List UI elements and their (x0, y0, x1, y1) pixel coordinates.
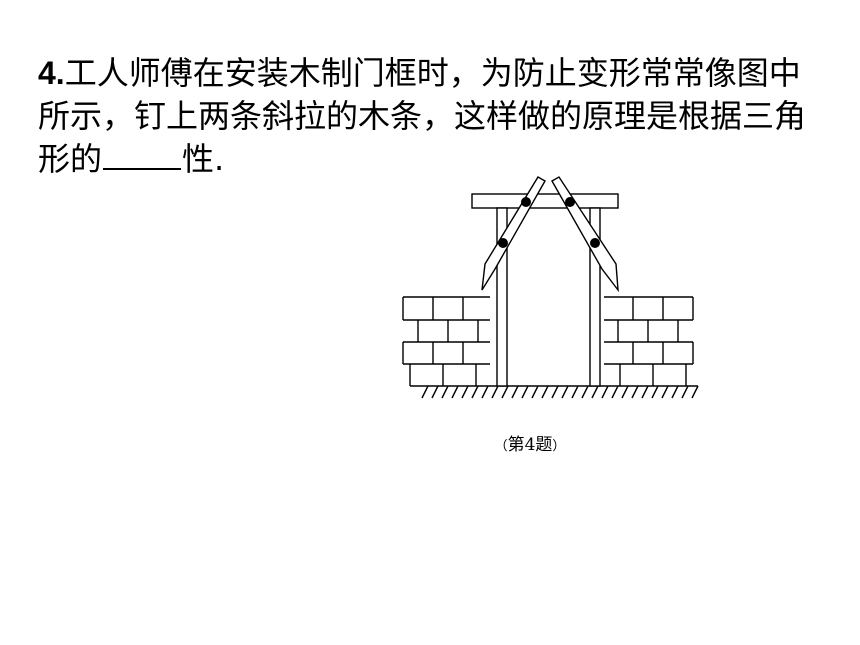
caption-close-paren: ） (552, 439, 566, 454)
door-frame-figure (402, 176, 699, 399)
nails (498, 197, 600, 248)
question-stem-end: 性. (182, 140, 225, 178)
question-text: 4.工人师傅在安装木制门框时，为防止变形常常像图中所示，钉上两条斜拉的木条，这样… (38, 52, 828, 181)
left-brick-wall (402, 296, 490, 386)
answer-blank (103, 138, 182, 170)
caption-text: 第4题 (507, 435, 553, 455)
right-brick-wall (604, 296, 694, 386)
door-frame (471, 193, 619, 387)
nail-icon (590, 238, 600, 248)
nail-icon (565, 197, 575, 207)
nail-icon (498, 238, 508, 248)
question-number: 4. (38, 55, 65, 91)
caption-open-paren: （ (494, 439, 508, 454)
figure-caption: （第4题） (480, 430, 580, 455)
question-stem: 工人师傅在安装木制门框时，为防止变形常常像图中所示，钉上两条斜拉的木条，这样做的… (38, 54, 807, 178)
nail-icon (521, 197, 531, 207)
ground-line (410, 385, 699, 399)
